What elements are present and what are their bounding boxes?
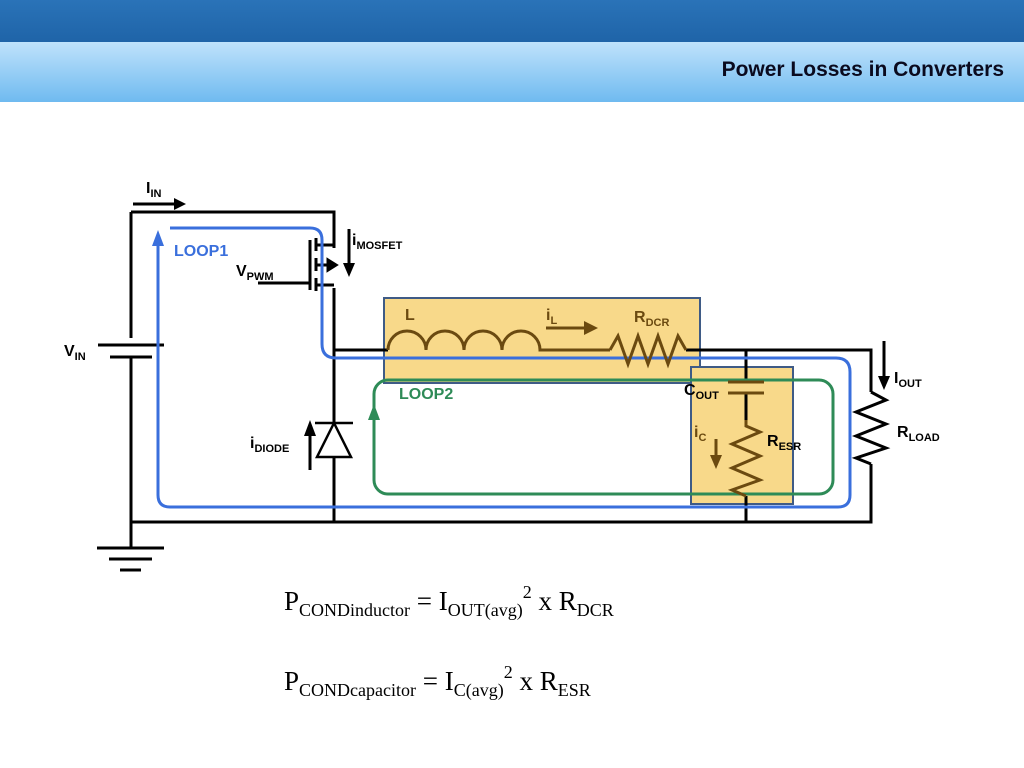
mosfet-symbol	[258, 238, 339, 291]
eq-subscript: C(avg)	[453, 680, 504, 700]
eq-exponent: 2	[522, 582, 532, 602]
label-loop2: LOOP2	[399, 386, 453, 403]
eq-subscript: OUT(avg)	[447, 600, 523, 620]
inductor-coil	[386, 329, 610, 352]
eq-symbol: I	[438, 586, 448, 616]
eq-operator: x	[531, 586, 559, 616]
dcr-resistor	[608, 331, 688, 369]
slide-title: Power Losses in Converters	[721, 58, 1004, 81]
loop1-path	[156, 226, 852, 509]
header-bar	[0, 0, 1024, 42]
eq-symbol: R	[539, 666, 558, 696]
loop1-arrowhead	[152, 230, 164, 246]
current-arrows	[133, 198, 890, 470]
label-r-load: RLOAD	[897, 424, 940, 444]
eq-symbol: I	[444, 666, 454, 696]
loop2-arrowhead	[368, 404, 380, 420]
battery-symbol	[98, 343, 164, 359]
label-i-in: IIN	[146, 180, 162, 200]
inductor-highlight-box	[383, 297, 701, 384]
label-r-dcr: RDCR	[634, 309, 669, 329]
label-i-l: iL	[546, 307, 557, 327]
label-i-mosfet: iMOSFET	[352, 232, 403, 252]
eq-symbol: R	[558, 586, 577, 616]
eq-exponent: 2	[503, 662, 513, 682]
label-r-esr: RESR	[767, 433, 801, 453]
label-i-diode: iDIODE	[250, 435, 289, 455]
eq-subscript: ESR	[557, 680, 591, 700]
eq-subscript: CONDcapacitor	[299, 680, 416, 700]
load-resistor	[851, 390, 891, 466]
eq-subscript: CONDinductor	[299, 600, 411, 620]
equation-inductor-loss: PCONDinductor = IOUT(avg)2 x RDCR	[284, 582, 614, 621]
label-i-out: IOUT	[894, 370, 922, 390]
label-loop1: LOOP1	[174, 243, 228, 260]
loop2-path	[372, 378, 835, 496]
capacitor-highlight-box	[690, 366, 794, 505]
diode-symbol	[314, 420, 354, 459]
title-bar	[0, 42, 1024, 102]
label-i-c: iC	[694, 424, 706, 444]
eq-symbol: P	[284, 586, 300, 616]
equation-capacitor-loss: PCONDcapacitor = IC(avg)2 x RESR	[284, 662, 591, 701]
esr-resistor	[727, 420, 765, 498]
label-inductor: L	[405, 307, 415, 324]
eq-symbol: P	[284, 666, 300, 696]
output-capacitor	[728, 380, 764, 395]
ground-symbol	[97, 546, 164, 572]
eq-operator: =	[410, 586, 439, 616]
label-v-pwm: VPWM	[236, 263, 274, 283]
eq-operator: =	[416, 666, 445, 696]
eq-subscript: DCR	[576, 600, 614, 620]
label-v-in: VIN	[64, 343, 86, 363]
eq-operator: x	[512, 666, 540, 696]
label-c-out: COUT	[684, 382, 719, 402]
